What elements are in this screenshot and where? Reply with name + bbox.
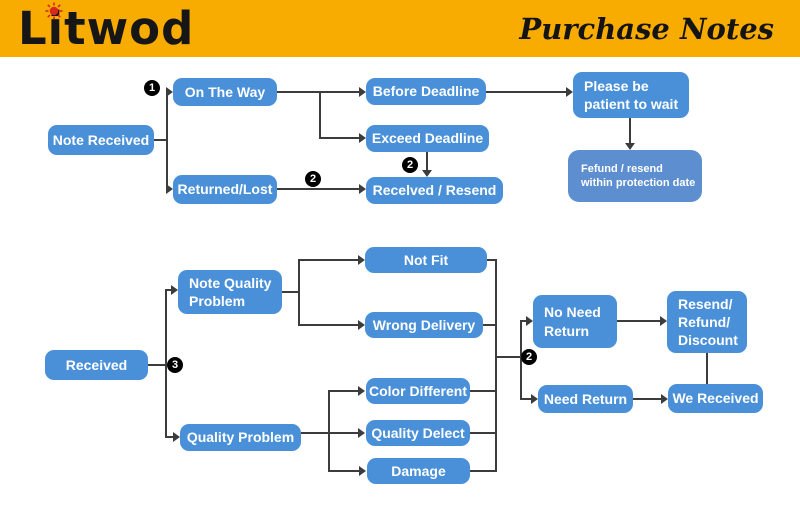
arrowhead [166, 87, 173, 97]
arrowhead [625, 143, 635, 150]
arrowhead [173, 432, 180, 442]
arrowhead [422, 170, 432, 177]
connector [495, 259, 497, 472]
node-resend-refund-discount: Resend/ Refund/ Discount [667, 291, 747, 353]
connector [328, 390, 359, 392]
connector [277, 91, 360, 93]
node-note-quality-problem: Note Quality Problem [178, 270, 282, 314]
connector [617, 320, 661, 322]
node-color-different: Color Different [366, 378, 470, 404]
node-note-received: Note Received [48, 125, 154, 155]
node-wrong-delivery: Wrong Delivery [365, 312, 483, 338]
connector [298, 324, 358, 326]
arrowhead [359, 466, 366, 476]
connector [470, 470, 497, 472]
arrowhead [358, 428, 365, 438]
node-recelved-resend: Recelved / Resend [366, 177, 503, 204]
arrowhead [359, 87, 366, 97]
connector [277, 188, 360, 190]
node-not-fit: Not Fit [365, 247, 487, 273]
arrowhead [359, 133, 366, 143]
arrowhead [166, 184, 173, 194]
connector [165, 289, 172, 291]
connector [328, 390, 330, 471]
node-received: Received [45, 350, 148, 380]
node-on-the-way: On The Way [173, 78, 277, 106]
connector [483, 324, 497, 326]
step-marker-3: 3 [167, 357, 183, 373]
node-quality-delect: Quality Delect [366, 420, 470, 446]
node-returned-lost: Returned/Lost [173, 175, 277, 204]
connector [426, 152, 428, 171]
node-damage: Damage [367, 458, 470, 484]
step-marker-2-split: 2 [521, 349, 537, 365]
arrowhead [526, 316, 533, 326]
arrowhead [358, 320, 365, 330]
arrowhead [661, 394, 668, 404]
connector [301, 432, 330, 434]
arrowhead [359, 184, 366, 194]
node-need-return: Need Return [538, 385, 633, 413]
connector [165, 289, 167, 438]
connector [487, 259, 497, 261]
step-marker-1: 1 [144, 80, 160, 96]
node-exceed-deadline: Exceed Deadline [366, 125, 489, 152]
connector [282, 291, 300, 293]
step-marker-2-returned: 2 [305, 171, 321, 187]
header-banner: Litwod Purchase Notes [0, 0, 800, 57]
node-refund-resend-protection: Fefund / resend within protection date [568, 150, 702, 202]
step-marker-2-exceed: 2 [402, 157, 418, 173]
connector [165, 436, 174, 438]
connector [470, 432, 497, 434]
arrowhead [171, 285, 178, 295]
arrowhead [358, 386, 365, 396]
connector [319, 91, 321, 138]
arrowhead [660, 316, 667, 326]
page-title: Purchase Notes [519, 11, 774, 46]
connector [319, 137, 360, 139]
connector [520, 398, 531, 400]
connector [470, 390, 497, 392]
node-no-need-return: No Need Return [533, 295, 617, 348]
arrowhead [358, 255, 365, 265]
arrowhead [566, 87, 573, 97]
connector [486, 91, 567, 93]
node-we-received: We Received [668, 384, 763, 413]
connector [633, 398, 662, 400]
connector [298, 259, 358, 261]
connector [706, 353, 708, 384]
connector [166, 91, 168, 190]
connector [148, 364, 167, 366]
node-before-deadline: Before Deadline [366, 78, 486, 105]
connector [298, 259, 300, 325]
connector [328, 432, 359, 434]
connector [495, 356, 522, 358]
sun-icon [45, 2, 63, 20]
connector [328, 470, 360, 472]
arrowhead [531, 394, 538, 404]
connector [520, 320, 527, 322]
connector [629, 118, 631, 144]
connector [154, 139, 168, 141]
node-please-wait: Please be patient to wait [573, 72, 689, 118]
node-quality-problem: Quality Problem [180, 424, 301, 451]
